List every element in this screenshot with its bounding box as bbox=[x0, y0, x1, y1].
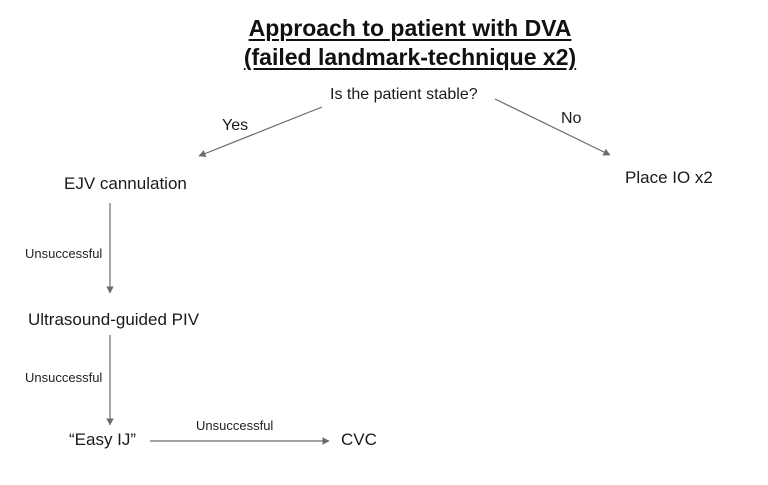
arrow-no-branch bbox=[494, 98, 611, 156]
decision-question: Is the patient stable? bbox=[330, 86, 478, 103]
node-ultrasound-guided-piv: Ultrasound-guided PIV bbox=[28, 310, 200, 329]
node-ejv-cannulation: EJV cannulation bbox=[64, 174, 187, 193]
edge-label-unsuccessful-1: Unsuccessful bbox=[25, 246, 103, 261]
node-place-io: Place IO x2 bbox=[625, 168, 713, 187]
page-title-line2: (failed landmark-technique x2) bbox=[243, 44, 577, 70]
branch-label-yes: Yes bbox=[222, 117, 249, 134]
node-cvc: CVC bbox=[341, 430, 377, 449]
edge-label-unsuccessful-3: Unsuccessful bbox=[196, 418, 274, 433]
branch-label-no: No bbox=[561, 110, 582, 127]
arrow-yes-branch bbox=[198, 106, 323, 158]
node-easy-ij: “Easy IJ” bbox=[69, 430, 137, 449]
page-title-line1: Approach to patient with DVA bbox=[248, 15, 572, 41]
edge-label-unsuccessful-2: Unsuccessful bbox=[25, 370, 103, 385]
page-title: Approach to patient with DVA (failed lan… bbox=[225, 14, 595, 72]
